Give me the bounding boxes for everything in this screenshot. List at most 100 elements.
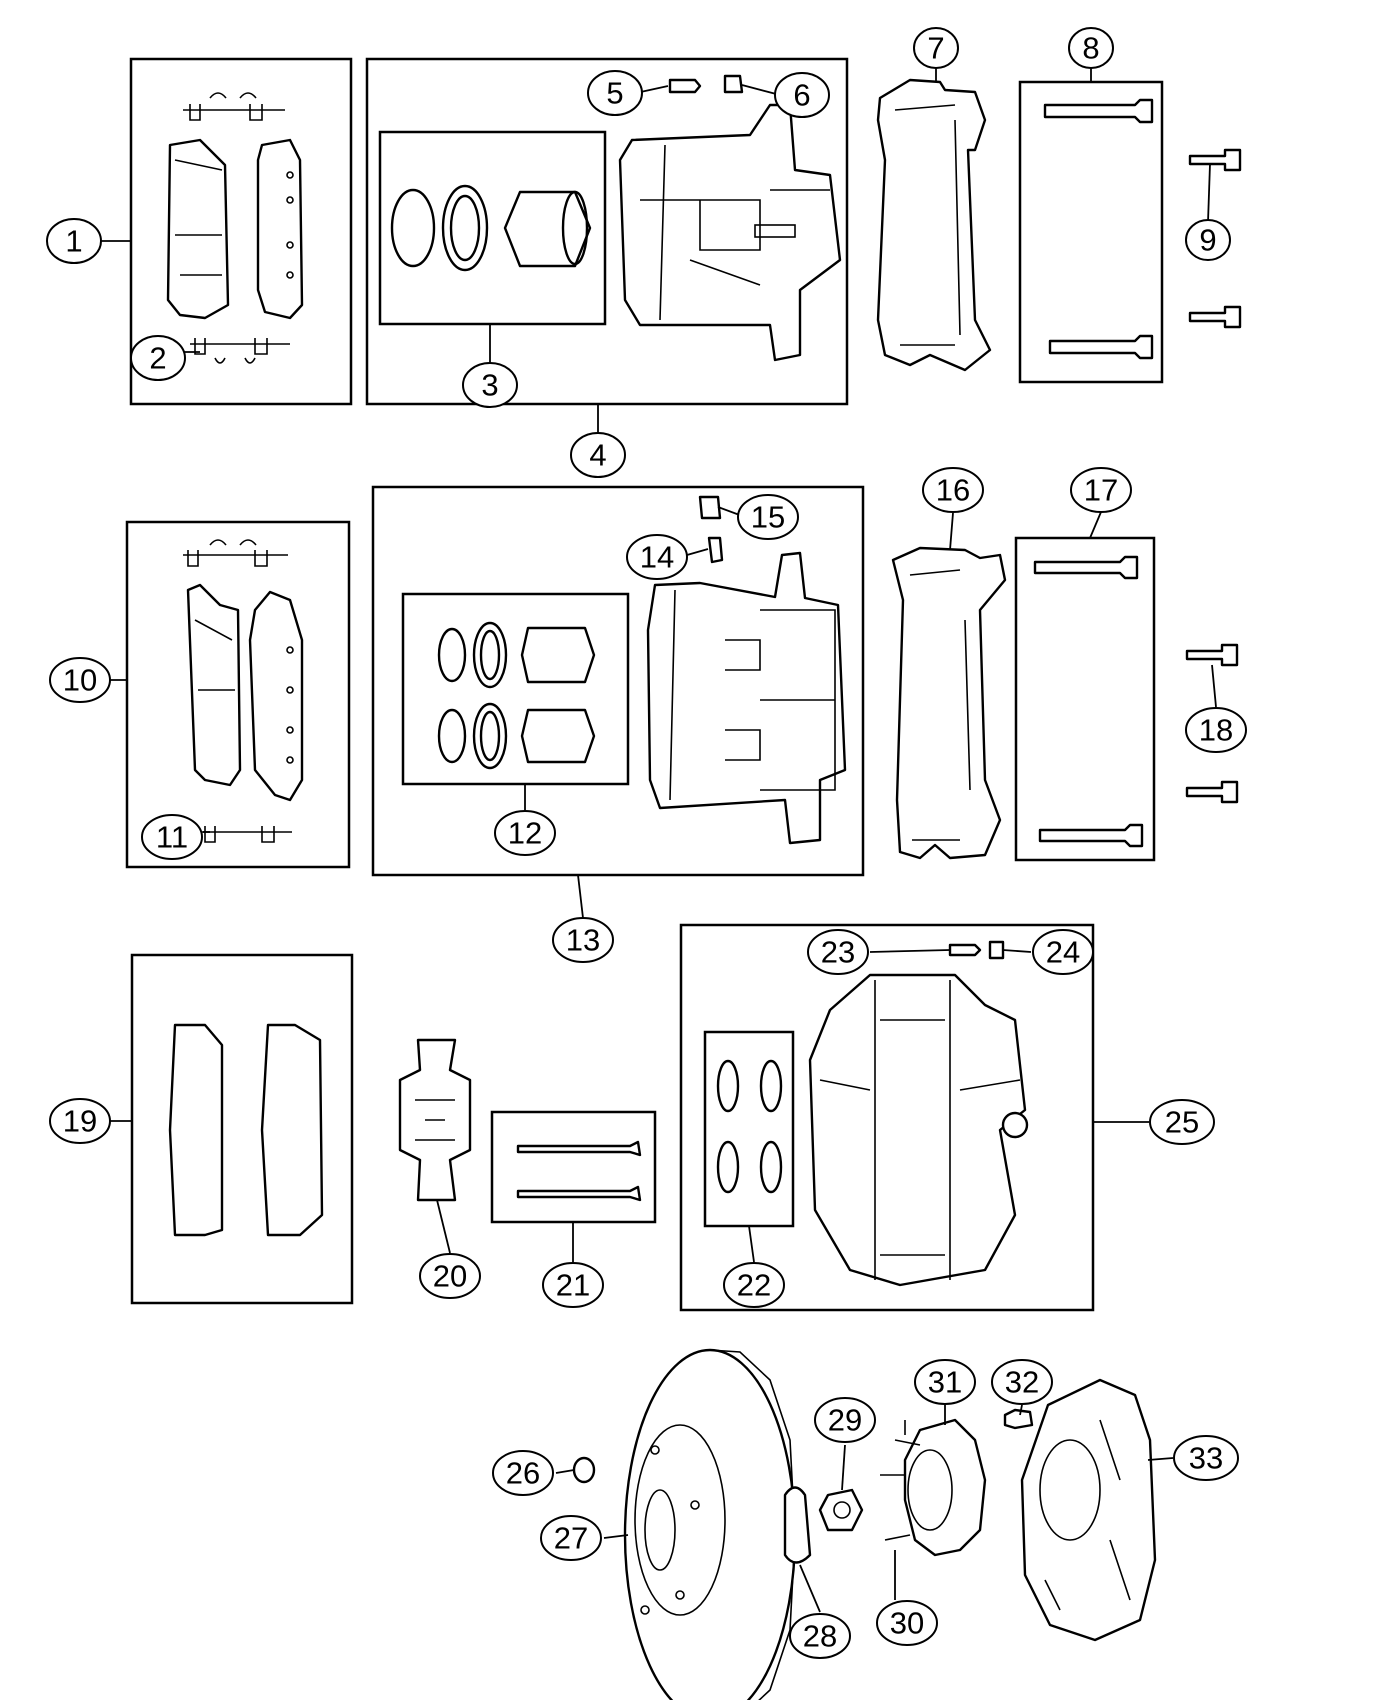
pad-retainer-20 [398,1038,472,1202]
callout-number: 15 [751,500,785,535]
callout-circle [789,1613,851,1659]
bracket-bolts-18 [1185,643,1239,804]
bleeder-screw-5 [668,78,702,94]
bleeder-cap-6 [723,74,744,94]
callout-26: 26 [492,1450,554,1496]
callout-circle [494,810,556,856]
callout-circle [1070,467,1132,513]
callout-25: 25 [1149,1099,1215,1145]
callout-number: 6 [793,78,810,113]
callout-number: 31 [928,1365,962,1400]
flange-bolt-32 [1003,1408,1034,1430]
caliper-box-4 [365,57,849,406]
caliper-box-13 [371,485,865,877]
callout-number: 27 [554,1521,588,1556]
callout-number: 7 [927,31,944,66]
callout-circle [1185,707,1247,753]
caliper-front-middle [646,551,847,845]
brake-rotor-27 [623,1348,797,1700]
callout-5: 5 [587,70,643,116]
callout-circle [462,362,518,408]
pad-kit-box-10 [125,520,351,869]
piston-seals-22 [716,1059,783,1194]
hub-bearing-assembly [880,1418,987,1557]
callout-circle [1173,1435,1239,1481]
callout-number: 2 [149,341,166,376]
caliper-box-25 [679,923,1095,1312]
bracket-bolts-9 [1188,148,1242,329]
callout-9: 9 [1185,219,1231,261]
callout-number: 5 [606,76,623,111]
guide-pins-17 [1033,555,1144,848]
callout-27: 27 [540,1515,602,1561]
callout-number: 10 [63,663,97,698]
callout-circle [814,1397,876,1443]
callout-circle [540,1515,602,1561]
callout-number: 21 [556,1268,590,1303]
callout-14: 14 [626,534,688,580]
callout-number: 4 [589,438,606,473]
callout-21: 21 [542,1262,604,1308]
callout-circle [1068,27,1114,69]
callout-circle [914,1359,976,1405]
seal-kit-box-12 [401,592,630,786]
pin-box-21 [490,1110,657,1224]
leader-lines [93,63,1217,1613]
callout-13: 13 [552,917,614,963]
callout-22: 22 [723,1262,785,1308]
callout-number: 32 [1005,1365,1039,1400]
callout-number: 22 [737,1268,771,1303]
bleeder-screw-14 [707,536,724,564]
dual-piston-seal-kit [437,621,596,770]
seal-box-22 [703,1030,795,1228]
callout-18: 18 [1185,707,1247,753]
callout-circle [626,534,688,580]
callout-12: 12 [494,810,556,856]
callout-number: 24 [1046,935,1080,970]
callout-number: 19 [63,1104,97,1139]
washer-28 [783,1486,812,1564]
callout-32: 32 [991,1359,1053,1405]
callout-circle [913,27,959,69]
bleeder-cap-24 [988,940,1005,960]
hub-nut-29 [818,1488,864,1532]
callout-circle [807,929,869,975]
callout-number: 28 [803,1619,837,1654]
callout-number: 30 [890,1606,924,1641]
retaining-pins-21 [516,1140,642,1202]
callout-number: 26 [506,1456,540,1491]
bleeder-screw-23 [948,943,982,957]
callout-circle [723,1262,785,1308]
callout-number: 12 [508,816,542,851]
piston-seal-kit [390,184,592,272]
callout-number: 14 [640,540,674,575]
callout-number: 3 [481,368,498,403]
pad-kit-box-1 [129,57,353,406]
guide-pin-box-17 [1014,536,1156,862]
bleeder-cap-15 [698,495,722,520]
callout-circle [419,1253,481,1299]
callout-28: 28 [789,1613,851,1659]
callout-number: 25 [1165,1105,1199,1140]
callout-number: 13 [566,923,600,958]
callout-circle [1185,219,1231,261]
caliper-four-piston [808,973,1029,1287]
callout-19: 19 [49,1098,111,1144]
callout-1: 1 [46,218,102,264]
callout-circle [570,432,626,478]
callout-circle [141,814,203,860]
caliper-bracket-7 [876,78,992,372]
callout-circle [922,467,984,513]
callout-23: 23 [807,929,869,975]
callout-circle [1032,929,1094,975]
callout-2: 2 [130,335,186,381]
callout-8: 8 [1068,27,1114,69]
callout-circle [876,1600,938,1646]
callout-30: 30 [876,1600,938,1646]
brake-pad-set-middle [183,539,304,843]
callout-circle [587,70,643,116]
callout-24: 24 [1032,929,1094,975]
caliper-bracket-16 [891,546,1007,860]
